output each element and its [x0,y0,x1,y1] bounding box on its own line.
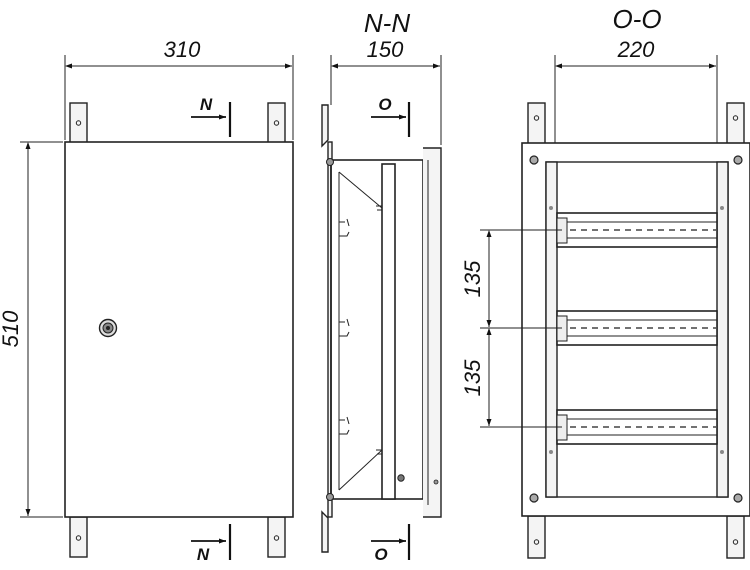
din-rail-2 [556,310,718,346]
section-mark-n-top-label: N [200,95,213,114]
bottom-left-bracket [69,516,88,558]
internal-section-view: O-O 220 [460,4,750,559]
dimension-width-front-label: 310 [164,37,201,62]
section-mark-o-top-label: O [378,95,391,114]
oo-bottom-left-bracket [527,515,546,559]
bottom-right-bracket [267,516,286,558]
side-section-view: N-N 150 [321,8,442,564]
dimension-rail-pitch-2-label: 135 [460,359,485,396]
section-title-o: O-O [612,4,661,34]
oo-bottom-right-bracket [726,515,745,559]
din-rail-3 [556,409,718,445]
top-left-bracket [69,102,88,144]
section-mark-n-bottom-label: N [197,545,210,564]
mounting-frame-side [381,163,396,500]
dimension-height: 510 [0,141,63,518]
din-rail-1 [556,212,718,248]
dimension-rail-pitch-1-label: 135 [460,260,485,297]
oo-top-right-bracket [726,102,745,146]
door-lock-icon [98,318,118,338]
section-title-n: N-N [364,8,410,38]
dimension-rail-pitch: 135 135 [460,229,562,428]
dimension-depth-side: 150 [330,37,442,145]
top-right-bracket [267,102,286,144]
dimension-width-front: 310 [64,37,294,140]
cabinet-side-body [330,159,424,500]
section-mark-o-top: O [371,95,411,137]
dimension-width-inner-label: 220 [617,37,655,62]
section-mark-o-bottom: O [371,524,411,564]
dimension-height-label: 510 [0,310,23,347]
section-mark-n-bottom: N [191,524,232,564]
section-mark-n-top: N [191,95,232,137]
oo-top-left-bracket [527,102,546,146]
front-view: 310 510 N N [0,37,294,564]
dimension-depth-side-label: 150 [367,37,404,62]
section-mark-o-bottom-label: O [374,545,387,564]
